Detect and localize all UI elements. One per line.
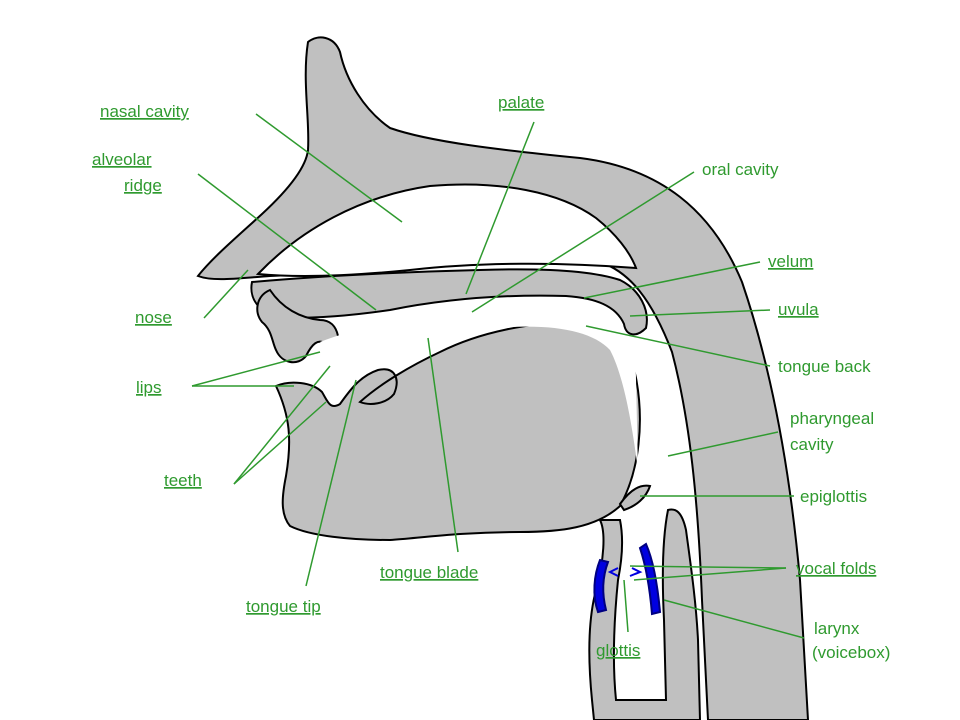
label-epiglottis: epiglottis [800,487,867,506]
leader-nasal-cavity [255,113,403,223]
label-uvula[interactable]: uvula [778,300,819,319]
larynx-column [588,508,702,720]
leader-alveolar-ridge [197,173,377,311]
leader-glottis [623,579,629,633]
label-vocal-folds[interactable]: vocal folds [796,559,876,578]
label-nose[interactable]: nose [135,308,172,327]
leader-tongue-tip [305,379,357,587]
leader-velum [583,261,761,299]
label-glottis[interactable]: glottis [596,641,640,660]
leader-tongue-blade [427,337,459,553]
vocal-fold-arrow-left [607,567,619,577]
label-alveolar-line1[interactable]: alveolar [92,150,152,169]
label-tongue-blade[interactable]: tongue blade [380,563,478,582]
palate-velum [250,268,648,336]
leader-teeth-b [233,401,327,485]
label-teeth[interactable]: teeth [164,471,202,490]
nasal-cavity-space [255,183,638,278]
label-velum[interactable]: velum [768,252,813,271]
label-larynx-line1: larynx [814,619,860,638]
leader-lines [191,113,805,639]
leader-palate [465,121,535,295]
upper-lip [256,288,340,364]
epiglottis-shape [618,484,652,512]
tongue-jaw [274,320,641,542]
label-pharyngeal-line1: pharyngeal [790,409,874,428]
label-oral-cavity: oral cavity [702,160,779,179]
label-lips[interactable]: lips [136,378,162,397]
leader-vocal-folds-a [629,565,787,569]
vocal-fold-arrow-right [629,567,643,577]
label-alveolar-line2[interactable]: ridge [124,176,162,195]
label-nasal-cavity[interactable]: nasal cavity [100,102,189,121]
leader-oral-cavity [471,171,695,313]
label-tongue-back: tongue back [778,357,871,376]
label-palate[interactable]: palate [498,93,544,112]
label-tongue-tip[interactable]: tongue tip [246,597,321,616]
leader-lips-a [191,351,321,387]
label-larynx-line2: (voicebox) [812,643,890,662]
oral-passage [320,306,638,470]
leader-pharyngeal [667,431,779,457]
leader-nose [203,269,249,319]
leader-vocal-folds-b [633,567,787,581]
leader-tongue-back [585,325,771,367]
leader-uvula [629,309,771,317]
vocal-fold-left [593,558,610,614]
label-pharyngeal-line2: cavity [790,435,834,454]
leader-larynx [663,599,805,639]
leader-teeth-a [233,365,331,485]
